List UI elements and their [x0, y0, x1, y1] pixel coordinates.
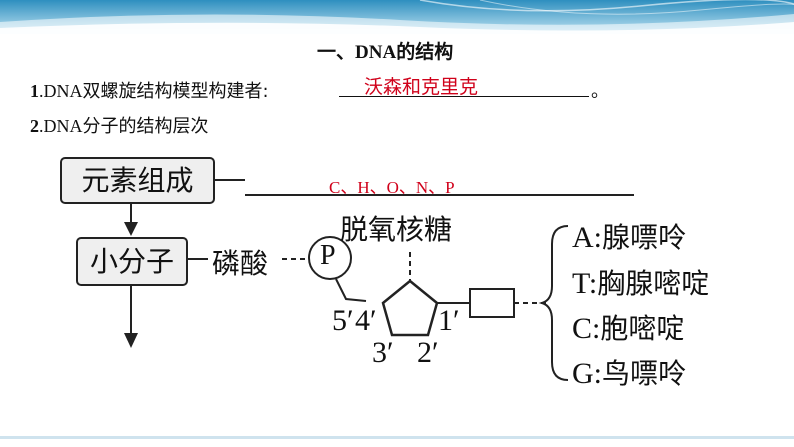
answer-blank-1 [339, 74, 589, 97]
base-cytosine-name: 胞嘧啶 [600, 312, 685, 345]
base-cytosine-sep: : [592, 312, 601, 345]
carbon-2-label: 2′ [417, 336, 439, 369]
base-adenine-letter: A [572, 221, 594, 254]
phosphate-label: 磷酸 [212, 247, 269, 280]
bases-brace [538, 225, 569, 381]
base-cytosine-letter: C [572, 312, 593, 345]
base-adenine-sep: : [593, 221, 603, 254]
phosphate-circle [308, 236, 352, 280]
base-guanine-sep: : [593, 357, 603, 390]
base-guanine: G:鸟嘌呤 [572, 352, 686, 392]
base-thymine: T:胸腺嘧啶 [572, 262, 709, 302]
section-title-suffix: 的结构 [396, 41, 454, 63]
carbon-3-label: 3′ [372, 336, 394, 369]
item-1-text: 双螺旋结构模型构建者: [82, 81, 269, 102]
base-rectangle [469, 288, 515, 318]
down-arrow-1-head [124, 222, 138, 236]
base-cytosine: C:胞嘧啶 [572, 307, 684, 347]
item-2: 2.DNA分子的结构层次 [30, 112, 209, 138]
section-title-dna: DNA [355, 42, 397, 63]
section-title-prefix: 一、 [317, 41, 356, 63]
base-adenine-name: 腺嘌呤 [602, 221, 687, 254]
phosphate-sugar-bond [335, 278, 367, 302]
answer-elements: C、H、O、N、P [329, 178, 455, 197]
base-thymine-name: 胸腺嘧啶 [597, 267, 710, 300]
phosphate-symbol: P [320, 240, 336, 271]
section-title: 一、DNA的结构 [317, 37, 453, 64]
base-thymine-sep: : [588, 267, 598, 300]
header-banner [0, 0, 794, 34]
item-1-dna: .DNA [39, 81, 83, 101]
base-thymine-letter: T [572, 267, 589, 300]
item-1: 1.DNA双螺旋结构模型构建者: [30, 77, 269, 103]
item-2-number: 2 [30, 116, 39, 136]
item-2-text: 分子的结构层次 [82, 116, 209, 137]
item-2-dna: .DNA [39, 116, 83, 136]
down-arrow-2-head [124, 333, 138, 348]
carbon-4-label: 4′ [355, 304, 377, 337]
base-guanine-letter: G [572, 357, 594, 390]
small-molecule-box: 小分子 [76, 237, 188, 286]
carbon-5-label: 5′ [332, 304, 354, 337]
answer-builders: 沃森和克里克 [364, 76, 479, 98]
base-adenine: A:腺嘌呤 [572, 216, 686, 256]
elements-box: 元素组成 [60, 157, 215, 204]
base-guanine-name: 鸟嘌呤 [602, 357, 687, 390]
deoxyribose-pentagon [381, 279, 439, 337]
footer-rule [0, 436, 794, 439]
carbon-1-label: 1′ [438, 304, 460, 337]
item-1-number: 1 [30, 81, 39, 101]
item-1-period: 。 [591, 81, 609, 102]
deoxyribose-label: 脱氧核糖 [340, 213, 453, 246]
